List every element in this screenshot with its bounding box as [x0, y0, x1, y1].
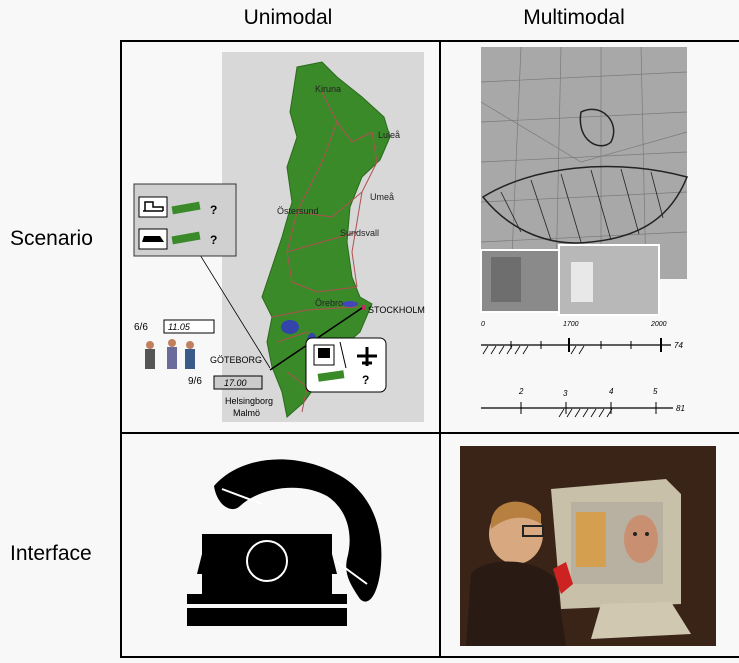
city-label-lulea: Luleå [378, 130, 400, 140]
multimodal-scenario-illustration: 0 1700 2000 74 2 3 4 5 [480, 46, 689, 418]
lake-vanern [281, 320, 299, 334]
lake-malaren [342, 301, 358, 307]
timeline1-tick-0: 0 [481, 321, 485, 328]
timeline1-tick-2: 2000 [650, 321, 667, 328]
phone-base [187, 608, 347, 626]
monitor-base [591, 602, 691, 639]
hatched-region [481, 165, 689, 244]
time-box-1 [163, 319, 215, 334]
glasses [522, 525, 544, 537]
cell-unimodal-interface [120, 432, 441, 658]
stockholm-marker [361, 305, 366, 310]
city-label-malmo: Malmö [233, 408, 260, 418]
city-label-umea: Umeå [370, 192, 394, 202]
handset [214, 459, 382, 602]
dial-icon [246, 540, 288, 582]
timeline2-tick-0: 2 [518, 387, 524, 396]
cell-multimodal-scenario: 0 1700 2000 74 2 3 4 5 [439, 40, 739, 434]
row-header-interface: Interface [10, 542, 92, 565]
cell-unimodal-scenario: Kiruna Luleå Umeå Östersund Sundsvall Ör… [120, 40, 441, 434]
face-on-screen [624, 515, 658, 563]
car-question: ? [210, 233, 217, 247]
city-label-goteborg: GÖTEBORG [210, 355, 262, 365]
city-label-stockholm: STOCKHOLM [368, 305, 425, 315]
city-label-helsingborg: Helsingborg [225, 396, 273, 406]
city-label-ostersund: Östersund [277, 206, 319, 216]
timeline2-label: 81 [676, 404, 685, 413]
person-body [466, 561, 566, 646]
sweden-map-illustration: Kiruna Luleå Umeå Östersund Sundsvall Ör… [133, 52, 425, 422]
hotel-question: ? [210, 203, 217, 217]
city-label-kiruna: Kiruna [315, 84, 341, 94]
plane-icon [357, 347, 377, 366]
telephone-icon [187, 459, 382, 626]
column-header-multimodal: Multimodal [523, 6, 625, 29]
timeline2-tick-1: 3 [563, 389, 568, 398]
timeline1-tick-1: 1700 [563, 321, 579, 328]
cell-multimodal-interface [439, 432, 739, 658]
transport-question: ? [362, 373, 369, 387]
travelers-illustration [145, 339, 195, 369]
column-header-unimodal: Unimodal [243, 6, 333, 29]
timeline2-tick-3: 5 [653, 387, 658, 396]
time-box-2 [213, 375, 263, 390]
time-value-1: 11.05 [168, 322, 191, 332]
person-hair [491, 501, 541, 529]
timeline2-tick-2: 4 [609, 387, 614, 396]
money-icon [171, 201, 201, 215]
money-icon [171, 231, 201, 245]
timeline1-hatch [482, 345, 585, 355]
date-label-2: 9/6 [188, 376, 202, 387]
timeline1-label: 74 [674, 341, 683, 350]
city-label-sundsvall: Sundsvall [340, 228, 379, 238]
callout-line [191, 241, 271, 369]
drawn-loop [579, 108, 615, 147]
person-at-computer-photo [460, 446, 716, 646]
timeline2-hatch [558, 408, 613, 418]
row-header-scenario: Scenario [10, 227, 93, 250]
red-device [553, 562, 573, 594]
city-label-orebro: Örebro [315, 298, 343, 308]
money-icon [317, 370, 345, 382]
time-value-2: 17.00 [224, 378, 247, 388]
date-label-1: 6/6 [134, 322, 148, 333]
